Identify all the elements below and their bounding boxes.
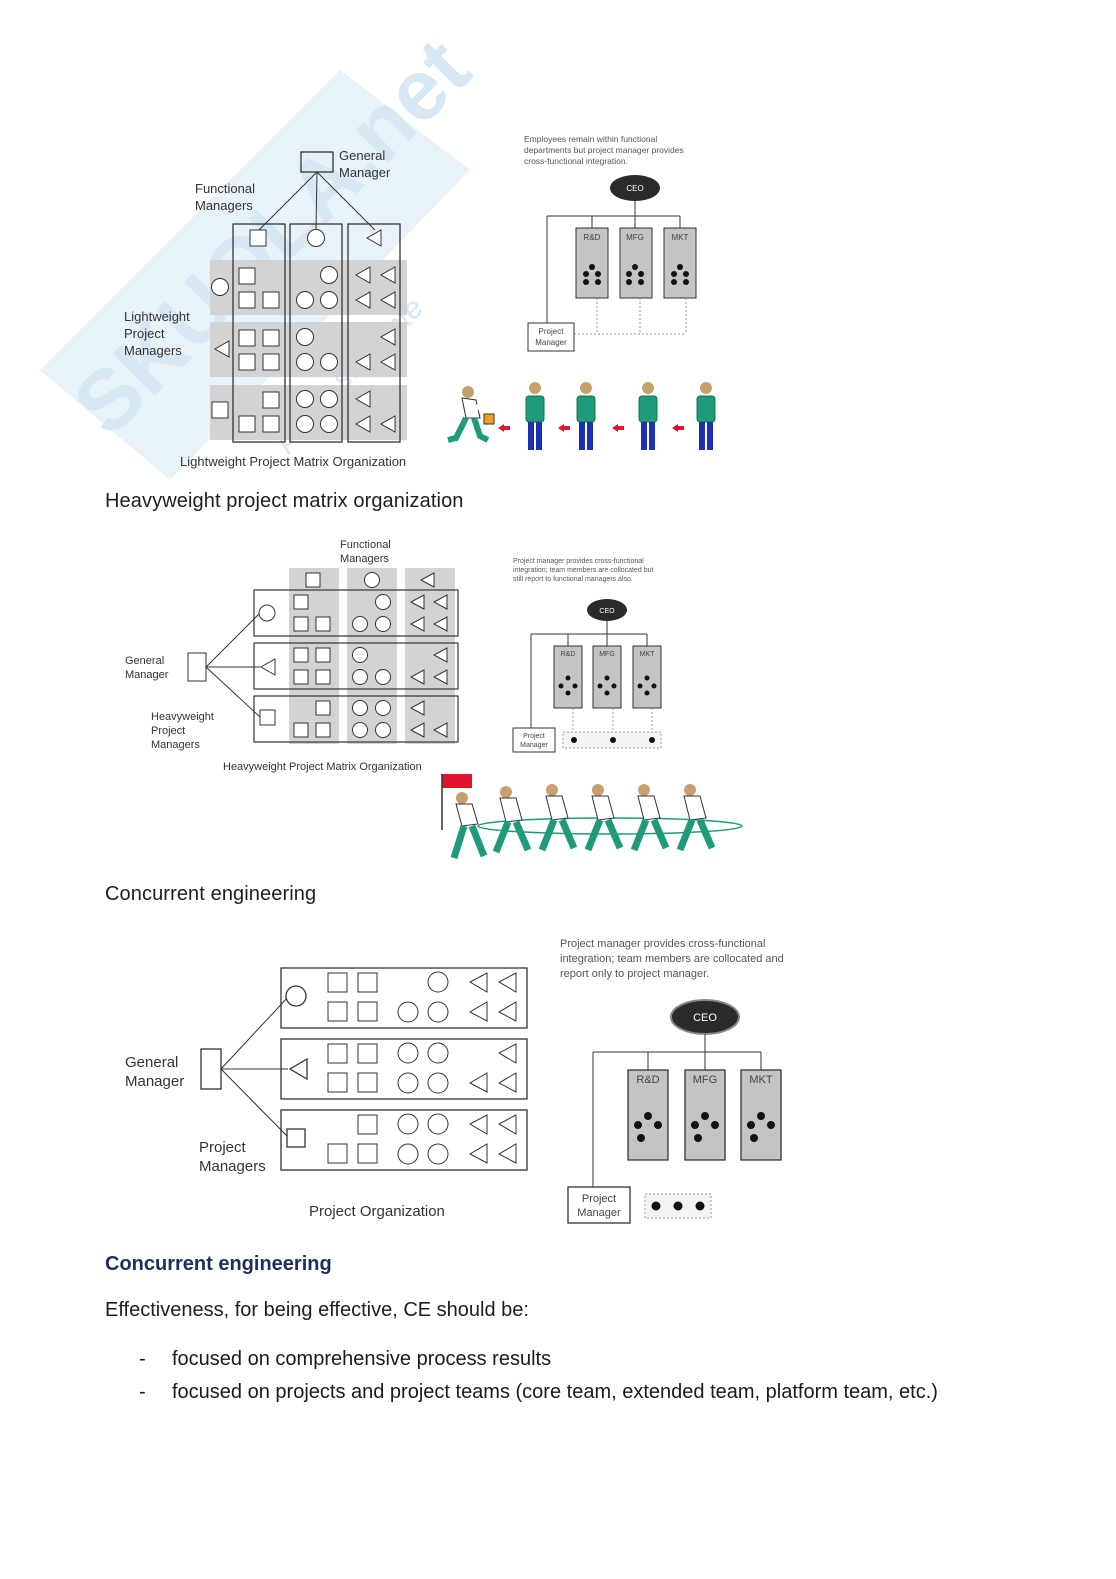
gm-label-1: General <box>339 148 385 163</box>
lightweight-org-chart: Employees remain within functional depar… <box>524 134 697 352</box>
dept2-mkt: MKT <box>640 651 656 658</box>
standing-figure <box>525 382 545 450</box>
team-pulling-illustration <box>441 774 743 860</box>
list-item: - focused on projects and project teams … <box>105 1377 982 1408</box>
fig3-note-2: integration; team members are collocated… <box>560 953 784 965</box>
fig2-note-2: integration; team members are collocated… <box>513 567 654 574</box>
pm2-label-1: Project <box>523 733 545 740</box>
fm2-label-1: Functional <box>340 539 391 551</box>
lwpm-label-2: Project <box>124 326 165 341</box>
list-item: - focused on comprehensive process resul… <box>105 1344 982 1375</box>
gm3-label-2: Manager <box>125 1073 184 1090</box>
dept3-mkt: MKT <box>749 1074 773 1086</box>
list-item-text: focused on comprehensive process results <box>172 1348 552 1370</box>
fig1-note-1: Employees remain within functional <box>524 134 657 144</box>
pm3-label-1: Project <box>199 1139 247 1156</box>
bullet-list: - focused on comprehensive process resul… <box>105 1344 982 1410</box>
hwpm-label-1: Heavyweight <box>151 711 214 723</box>
team-member-figure <box>676 784 716 852</box>
project-org-caption: Project Organization <box>309 1203 445 1220</box>
list-item-text: focused on projects and project teams (c… <box>172 1381 938 1403</box>
gm2-label-2: Manager <box>125 669 169 681</box>
fig1-note-3: cross-functional integration. <box>524 156 628 166</box>
fig1-note-2: departments but project manager provides <box>524 145 684 155</box>
team-member-figure <box>538 784 578 852</box>
relay-figures-illustration <box>447 382 716 450</box>
gm2-label-1: General <box>125 655 164 667</box>
dept2-rnd: R&D <box>561 651 576 658</box>
fig3-note-3: report only to project manager. <box>560 968 709 980</box>
hwpm-label-2: Project <box>151 725 185 737</box>
ceo2-node <box>587 599 627 621</box>
heavyweight-diagram-caption: Heavyweight Project Matrix Organization <box>223 761 422 773</box>
standing-figure <box>638 382 658 450</box>
ceo-node <box>610 175 660 201</box>
concurrent-caption-text: Concurrent engineering <box>105 883 317 905</box>
pm3-box-label-1: Project <box>582 1193 616 1205</box>
team-member-figure <box>450 792 488 860</box>
dept-rnd: R&D <box>584 233 601 242</box>
team-member-figure <box>492 786 532 854</box>
pm-label-2: Manager <box>535 338 567 347</box>
project-organization-diagram: General Manager Project Managers Project… <box>125 967 528 1220</box>
fm-label-1: Functional <box>195 181 255 196</box>
fig3-note-1: Project manager provides cross-functiona… <box>560 938 765 950</box>
pm3-label-2: Managers <box>199 1158 266 1175</box>
gm-label-2: Manager <box>339 165 391 180</box>
runner-figure <box>447 386 495 443</box>
heavyweight-caption-text: Heavyweight project matrix organization <box>105 490 464 512</box>
bullet-dash: - <box>139 1348 146 1370</box>
pm2-label-2: Manager <box>520 742 548 749</box>
fm2-label-2: Managers <box>340 553 389 565</box>
ceo3-label: CEO <box>693 1012 717 1024</box>
heavyweight-matrix-diagram: Functional Managers General Manager <box>125 539 459 773</box>
gm3-label-1: General <box>125 1054 178 1071</box>
dept-mfg: MFG <box>626 233 644 242</box>
ceo2-label: CEO <box>599 608 615 615</box>
dept3-rnd: R&D <box>636 1074 659 1086</box>
pm-label-1: Project <box>539 327 565 336</box>
dept2-mfg: MFG <box>599 651 615 658</box>
dept3-mfg: MFG <box>693 1074 717 1086</box>
intro-paragraph: Effectiveness, for being effective, CE s… <box>105 1299 529 1321</box>
fig2-note-3: still report to functional managers also… <box>513 576 633 583</box>
ceo-label: CEO <box>626 184 643 193</box>
bullet-dash: - <box>139 1381 146 1403</box>
hwpm-label-3: Managers <box>151 739 200 751</box>
lightweight-caption: Lightweight Project Matrix Organization <box>180 454 406 469</box>
flag-icon <box>442 774 472 788</box>
lightweight-matrix-diagram: General Manager Functional Managers Ligh… <box>124 148 407 469</box>
heavyweight-org-chart: Project manager provides cross-functiona… <box>512 558 662 753</box>
standing-figure <box>576 382 596 450</box>
lwpm-label-3: Managers <box>124 343 182 358</box>
standing-figure <box>696 382 716 450</box>
section-heading: Concurrent engineering <box>105 1253 332 1275</box>
fig2-note-1: Project manager provides cross-functiona… <box>513 558 644 565</box>
dept-mkt: MKT <box>672 233 689 242</box>
project-org-chart: Project manager provides cross-functiona… <box>560 938 784 1224</box>
team-member-figure <box>630 784 670 852</box>
team-member-figure <box>584 784 624 852</box>
pm3-box-label-2: Manager <box>577 1207 621 1219</box>
lwpm-label-1: Lightweight <box>124 309 190 324</box>
fm-label-2: Managers <box>195 198 253 213</box>
